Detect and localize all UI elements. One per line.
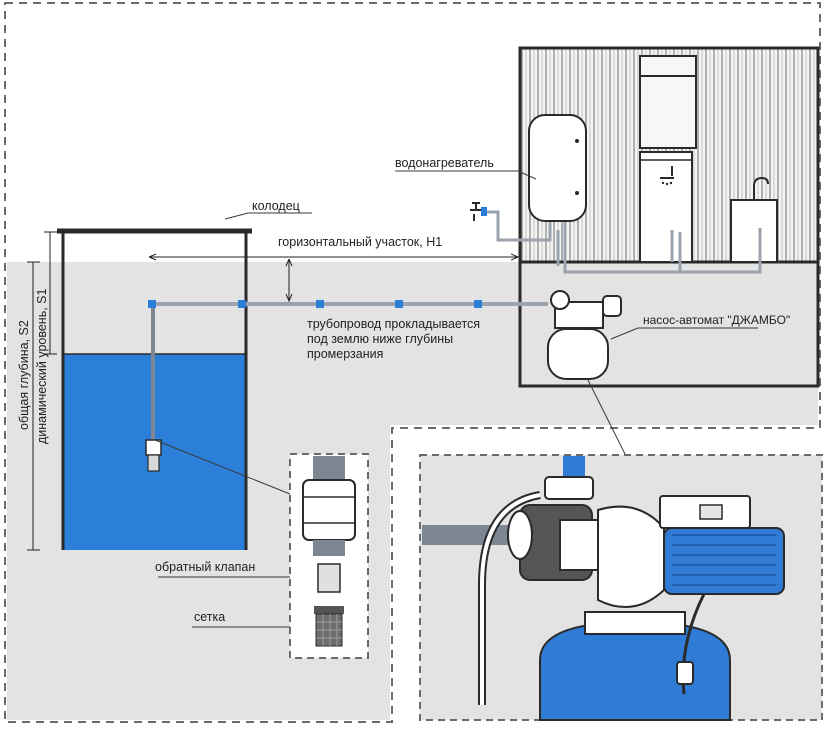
tap-icon [470,202,487,221]
house-pipes [482,210,762,274]
water-heater-tank [528,114,587,222]
valve-body [302,479,356,541]
window [639,55,697,149]
strainer-label: сетка [194,610,225,624]
pump-label: насос-автомат "ДЖАМБО" [643,313,790,327]
shower-head-icon [660,166,674,186]
valve-inset [289,453,369,659]
pump-small-tank [547,328,609,380]
main-pipeline [145,300,548,472]
leader-lines [154,170,758,628]
shower-cabin [639,151,693,263]
well-label: колодец [252,199,300,213]
horizontal-section-label: горизонтальный участок, H1 [278,235,442,249]
pump-tank [539,620,731,721]
pump-volute [597,505,665,608]
sink-faucet-icon [753,176,769,200]
outer-dashed-frame [4,2,821,723]
water-heater [528,114,587,222]
dimension-lines [27,231,518,551]
dynamic-level-label: динамический уровень, S1 [35,289,49,444]
well-check-valve-icon [145,439,162,472]
total-depth-label: общая глубина, S2 [17,320,31,430]
sink-cabinet [730,199,778,263]
pipe-label-line1: трубопровод прокладывается [307,317,480,331]
pump-inset [419,454,823,721]
power-plug-icon [676,661,694,685]
check-valve-label: обратный клапан [155,560,255,574]
pipe-label-line3: промерзания [307,347,383,361]
house [518,46,820,388]
water-heater-label: водонагреватель [395,156,494,170]
pipe-label-line2: под землю ниже глубины [307,332,453,346]
pump-small [547,290,622,380]
